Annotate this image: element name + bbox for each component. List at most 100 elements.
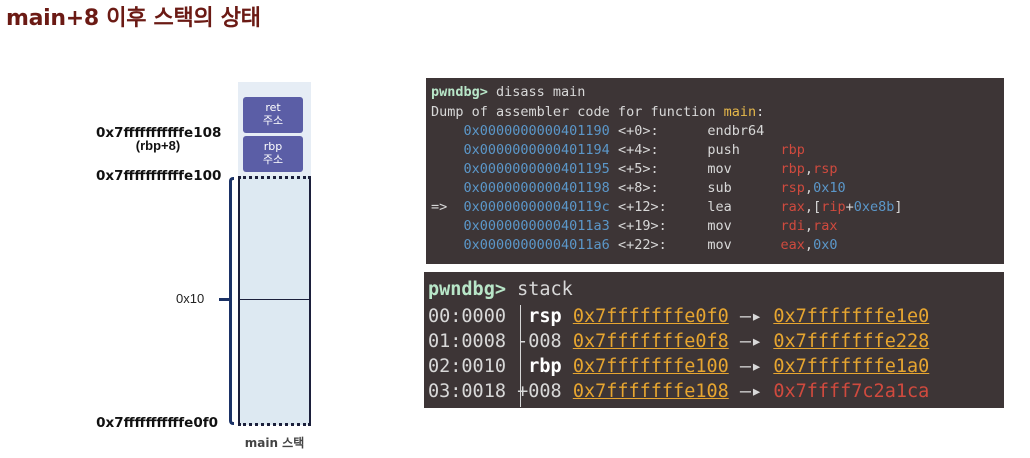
rbp-slot-sublabel: 주소 <box>262 153 284 166</box>
stack-register: -008 <box>517 331 573 352</box>
instruction-mnemonic: mov <box>707 237 781 253</box>
instruction-offset: <+0>: <box>609 123 708 139</box>
instruction-operand: ] <box>894 199 903 215</box>
pointer-arrow: —▸ <box>728 306 774 327</box>
stack-terminal: pwndbg> stack 00:0000 rsp 0x7fffffffe0f0… <box>424 272 1004 408</box>
saved-rbp-slot: rbp 주소 <box>243 136 303 172</box>
ret-slot-sublabel: 주소 <box>262 114 284 127</box>
instruction-operand: rax <box>813 218 838 234</box>
function-name: main <box>723 104 757 120</box>
instruction-address: 0x0000000000401195 <box>463 161 610 177</box>
instruction-operand: rip <box>821 199 846 215</box>
stack-register: rsp <box>517 306 573 327</box>
instruction-operand: rax <box>780 199 805 215</box>
stack-address: 0x7fffffffe0f8 <box>572 331 729 352</box>
addr-rsp-label: 0x7fffffffffffe0f0 <box>96 415 218 431</box>
instruction-operand: rbp <box>780 161 805 177</box>
instruction-operand: eax <box>780 237 805 253</box>
instruction-mnemonic: mov <box>707 218 781 234</box>
instruction-address: 0x0000000000401194 <box>463 142 610 158</box>
main-stack-caption: main 스택 <box>244 436 305 450</box>
stack-index: 03:0018 <box>428 381 518 402</box>
stack-index: 01:0008 <box>428 331 518 352</box>
disasm-row: 0x0000000000401194 <+4>: push rbp <box>431 141 805 159</box>
rbp-plus-8-label: (rbp+8) <box>135 138 181 153</box>
instruction-offset: <+4>: <box>609 142 708 158</box>
stack-value: 0x7ffff7c2a1ca <box>773 381 930 402</box>
frame-top-boundary <box>238 176 311 179</box>
stack-register: +008 <box>517 381 573 402</box>
current-instruction-marker <box>431 142 464 158</box>
instruction-operand: rsp <box>813 161 838 177</box>
stack-address: 0x7fffffffe108 <box>572 381 729 402</box>
frame-size-bracket-tick <box>219 298 230 301</box>
command-text: stack <box>505 279 573 300</box>
instruction-operand: + <box>845 199 854 215</box>
stack-index: 02:0010 <box>428 356 518 377</box>
disasm-command-line: pwndbg> disass main <box>431 83 585 101</box>
pointer-arrow: —▸ <box>728 356 774 377</box>
disassembly-terminal: pwndbg> disass main Dump of assembler co… <box>426 78 1004 264</box>
disasm-row: 0x0000000000401190 <+0>: endbr64 <box>431 122 781 140</box>
instruction-address: 0x0000000000401190 <box>463 123 610 139</box>
stack-row: 03:0018 +008 0x7fffffffe108 —▸ 0x7ffff7c… <box>428 379 929 404</box>
prompt: pwndbg> <box>428 279 506 300</box>
stack-index: 00:0000 <box>428 306 518 327</box>
instruction-operand: , <box>804 161 814 177</box>
stack-address: 0x7fffffffe100 <box>572 356 729 377</box>
disasm-header: Dump of assembler code for function main… <box>431 103 764 121</box>
instruction-mnemonic: sub <box>707 180 781 196</box>
stack-row: 02:0010 rbp 0x7fffffffe100 —▸ 0x7fffffff… <box>428 354 929 379</box>
instruction-address: 0x00000000004011a6 <box>463 237 610 253</box>
instruction-offset: <+19>: <box>609 218 708 234</box>
stack-row: 00:0000 rsp 0x7fffffffe0f0 —▸ 0x7fffffff… <box>428 304 929 329</box>
stack-register: rbp <box>517 356 573 377</box>
disasm-header-text: Dump of assembler code for function <box>431 104 724 120</box>
current-instruction-marker <box>431 218 464 234</box>
pointer-arrow: —▸ <box>728 381 774 402</box>
instruction-operand: , <box>804 180 814 196</box>
current-instruction-marker <box>431 123 464 139</box>
stack-address: 0x7fffffffe0f0 <box>572 306 729 327</box>
instruction-mnemonic: lea <box>707 199 781 215</box>
instruction-operand: rdi <box>780 218 805 234</box>
disasm-row: 0x0000000000401195 <+5>: mov rbp,rsp <box>431 160 838 178</box>
addr-ret-label: 0x7fffffffffffe108 <box>96 125 222 141</box>
ret-slot-label: ret <box>265 101 281 114</box>
disasm-row: 0x00000000004011a3 <+19>: mov rdi,rax <box>431 217 838 235</box>
disasm-header-colon: : <box>756 104 765 120</box>
instruction-operand: , <box>804 237 814 253</box>
instruction-operand: ,[ <box>804 199 822 215</box>
current-instruction-marker <box>431 161 464 177</box>
stack-column-separator <box>520 305 521 407</box>
main-stack-frame <box>238 176 311 425</box>
instruction-offset: <+5>: <box>609 161 708 177</box>
stack-value: 0x7fffffffe228 <box>773 331 930 352</box>
current-instruction-marker <box>431 237 464 253</box>
instruction-operand: 0xe8b <box>853 199 895 215</box>
instruction-operand: rbp <box>780 142 805 158</box>
stack-row: 01:0008 -008 0x7fffffffe0f8 —▸ 0x7ffffff… <box>428 329 929 354</box>
instruction-operand: 0x10 <box>813 180 846 196</box>
addr-rbp-label: 0x7fffffffffffe100 <box>96 168 222 184</box>
instruction-offset: <+12>: <box>609 199 708 215</box>
instruction-offset: <+8>: <box>609 180 708 196</box>
instruction-address: 0x0000000000401198 <box>463 180 610 196</box>
instruction-mnemonic: endbr64 <box>707 123 781 139</box>
instruction-operand: 0x0 <box>813 237 838 253</box>
instruction-address: 0x00000000004011a3 <box>463 218 610 234</box>
instruction-mnemonic: mov <box>707 161 781 177</box>
stack-value: 0x7fffffffe1a0 <box>773 356 930 377</box>
current-instruction-marker: => <box>431 199 464 215</box>
stack-command-line: pwndbg> stack <box>428 277 573 302</box>
frame-divider <box>238 299 311 300</box>
disasm-row: => 0x000000000040119c <+12>: lea rax,[ri… <box>431 198 903 216</box>
prompt: pwndbg> <box>431 84 488 100</box>
disasm-row: 0x00000000004011a6 <+22>: mov eax,0x0 <box>431 236 838 254</box>
stack-value: 0x7fffffffe1e0 <box>773 306 930 327</box>
frame-size-bracket <box>229 177 234 425</box>
frame-bottom-boundary <box>238 423 311 426</box>
frame-size-label: 0x10 <box>176 291 205 306</box>
instruction-mnemonic: push <box>707 142 781 158</box>
instruction-operand: , <box>804 218 814 234</box>
